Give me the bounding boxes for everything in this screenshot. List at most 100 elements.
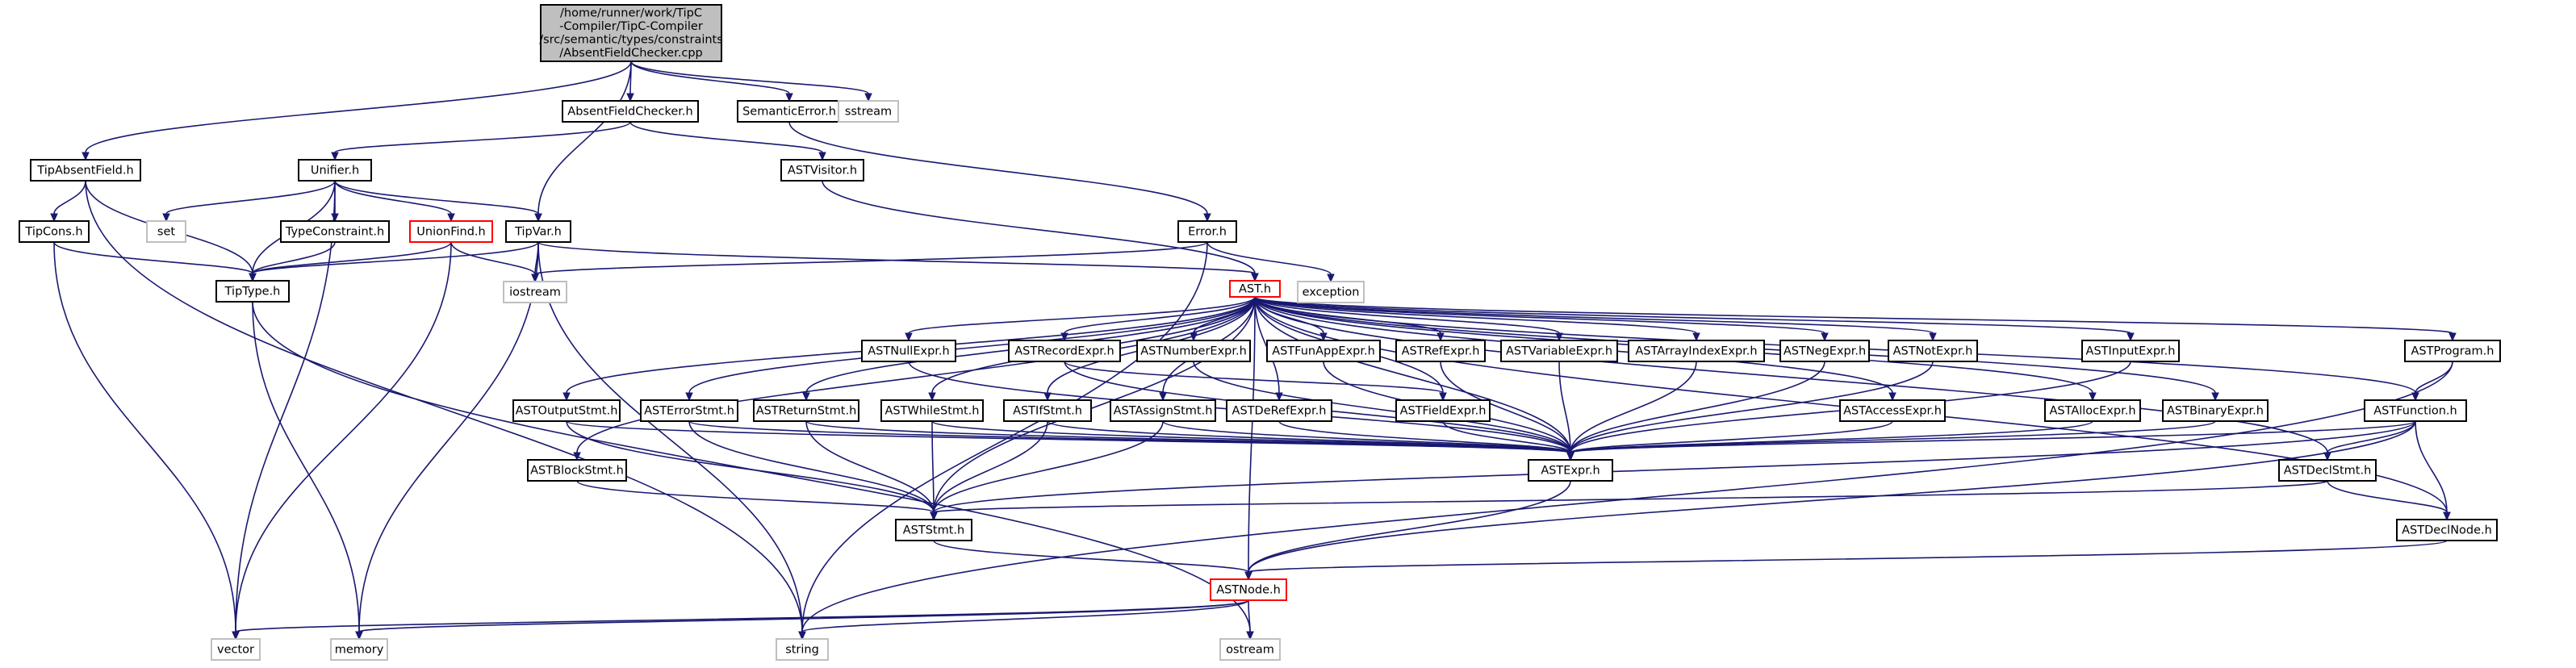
node-label: TipAbsentField.h [36,164,133,177]
node-box [1210,578,1287,601]
node-astprogram-h[interactable]: ASTProgram.h [2404,340,2501,362]
node-astnumber-expr-h[interactable]: ASTNumberExpr.h [1136,340,1251,362]
edge-astnode-h-to-memory [355,599,1249,641]
node-box [1229,280,1281,298]
node-label: ASTIfStmt.h [1013,404,1082,417]
edge-tip-var-h-to-ast-h [537,241,1259,282]
node-box [211,638,261,661]
node-string: string [776,638,829,661]
node-astblock-stmt-h[interactable]: ASTBlockStmt.h [527,459,627,482]
edge-root-to-tip-var-h [534,61,632,223]
node-astfun-app-expr-h[interactable]: ASTFunAppExpr.h [1266,340,1381,362]
node-tip-type-h[interactable]: TipType.h [215,280,290,303]
node-iostream: iostream [503,281,567,303]
node-box [2364,399,2467,422]
edge-astvisitor-h-to-ast-h [822,180,1259,282]
node-tip-absent-field-h[interactable]: TipAbsentField.h [30,159,141,182]
node-box [146,220,186,243]
node-label: /AbsentFieldChecker.cpp [559,47,702,60]
node-box [2396,519,2498,541]
node-astaccess-expr-h[interactable]: ASTAccessExpr.h [1839,399,1946,422]
edge-astdecl-stmt-h-to-astdecl-node-h [2327,480,2451,521]
edge-astnode-h-to-ostream [1246,599,1254,641]
node-label: ASTFunAppExpr.h [1272,344,1375,357]
node-astbinary-expr-h[interactable]: ASTBinaryExpr.h [2162,399,2269,422]
node-astarray-index-expr-h[interactable]: ASTArrayIndexExpr.h [1628,340,1765,362]
edge-tip-cons-h-to-vector [53,241,240,641]
node-label: Unifier.h [311,164,359,177]
node-astfield-expr-h[interactable]: ASTFieldExpr.h [1395,399,1491,422]
edge-absent-field-checker-h-to-astvisitor-h [629,121,826,161]
node-label: ASTWhileStmt.h [885,404,980,417]
node-ostream: ostream [1219,638,1281,661]
node-astfunction-h[interactable]: ASTFunction.h [2364,399,2467,422]
node-label: ASTErrorStmt.h [644,404,734,417]
node-astdecl-stmt-h[interactable]: ASTDeclStmt.h [2278,459,2377,482]
node-astassign-stmt-h[interactable]: ASTAssignStmt.h [1110,399,1216,422]
node-label: ASTBinaryExpr.h [2167,404,2264,417]
node-label: ASTInputExpr.h [2086,344,2176,357]
node-label: /src/semantic/types/constraints [539,34,723,47]
node-astnode-h[interactable]: ASTNode.h [1210,578,1287,601]
node-astinput-expr-h[interactable]: ASTInputExpr.h [2081,340,2180,362]
node-label: ASTNode.h [1216,583,1281,596]
node-box [1136,340,1251,362]
edge-astfunction-h-to-astdecl-stmt-h [2323,420,2416,461]
node-astref-expr-h[interactable]: ASTRefExpr.h [1395,340,1486,362]
node-unifier-h[interactable]: Unifier.h [298,159,372,182]
node-tip-cons-h[interactable]: TipCons.h [19,220,90,243]
node-astalloc-expr-h[interactable]: ASTAllocExpr.h [2044,399,2141,422]
node-absent-field-checker-h[interactable]: AbsentFieldChecker.h [562,100,699,123]
node-type-constraint-h[interactable]: TypeConstraint.h [280,220,390,243]
edge-astbinary-expr-h-to-astexpr-h [1566,420,2216,461]
edge-astdecl-stmt-h-to-aststmt-h [930,480,2328,521]
node-root[interactable]: /home/runner/work/TipC-Compiler/TipC-Com… [539,4,723,62]
node-astrecord-expr-h[interactable]: ASTRecordExpr.h [1008,340,1121,362]
node-astexpr-h[interactable]: ASTExpr.h [1528,459,1613,482]
node-label: ASTVisitor.h [788,164,857,177]
node-astdecl-node-h[interactable]: ASTDeclNode.h [2396,519,2498,541]
node-box [540,4,722,62]
node-box [1628,340,1765,362]
node-label: SemanticError.h [742,105,836,118]
node-astif-stmt-h[interactable]: ASTIfStmt.h [1003,399,1092,422]
node-box [280,220,390,243]
edge-astdecl-node-h-to-astnode-h [1244,540,2448,581]
node-box [1395,399,1491,422]
node-box [215,280,290,303]
node-box [1003,399,1092,422]
node-label: memory [335,643,384,656]
edge-tip-var-h-to-string [537,241,806,641]
node-label: ASTAssignStmt.h [1114,404,1213,417]
node-label: /home/runner/work/TipC [560,7,702,20]
edge-ast-h-to-astneg-expr-h [1254,296,1829,342]
node-astnull-expr-h[interactable]: ASTNullExpr.h [861,340,956,362]
node-box [2044,399,2141,422]
node-label: AbsentFieldChecker.h [567,105,692,118]
node-astoutput-stmt-h[interactable]: ASTOutputStmt.h [512,399,621,422]
node-astneg-expr-h[interactable]: ASTNegExpr.h [1779,340,1870,362]
node-semantic-error-h[interactable]: SemanticError.h [737,100,842,123]
node-astreturn-stmt-h[interactable]: ASTReturnStmt.h [753,399,859,422]
node-astnot-expr-h[interactable]: ASTNotExpr.h [1888,340,1978,362]
node-label: TipVar.h [514,225,562,238]
node-label: ASTExpr.h [1541,464,1600,477]
node-aststmt-h[interactable]: ASTStmt.h [895,519,972,541]
node-astvisitor-h[interactable]: ASTVisitor.h [780,159,864,182]
node-label: TipCons.h [24,225,82,238]
node-union-find-h[interactable]: UnionFind.h [409,220,493,243]
node-asterror-stmt-h[interactable]: ASTErrorStmt.h [640,399,738,422]
edge-ast-h-to-astarray-index-expr-h [1254,296,1700,342]
node-ast-h[interactable]: AST.h [1229,280,1281,298]
edge-unifier-h-to-union-find-h [334,180,455,223]
edge-astprogram-h-to-astfunction-h [2411,361,2453,402]
node-tip-var-h[interactable]: TipVar.h [505,220,571,243]
node-astwhile-stmt-h[interactable]: ASTWhileStmt.h [880,399,984,422]
node-box [330,638,388,661]
node-label: string [785,643,819,656]
edges-layer [50,61,2457,641]
node-astde-ref-expr-h[interactable]: ASTDeRefExpr.h [1226,399,1332,422]
node-astvariable-expr-h[interactable]: ASTVariableExpr.h [1500,340,1618,362]
node-error-h[interactable]: Error.h [1177,220,1237,243]
edge-root-to-tip-absent-field-h [82,61,632,161]
